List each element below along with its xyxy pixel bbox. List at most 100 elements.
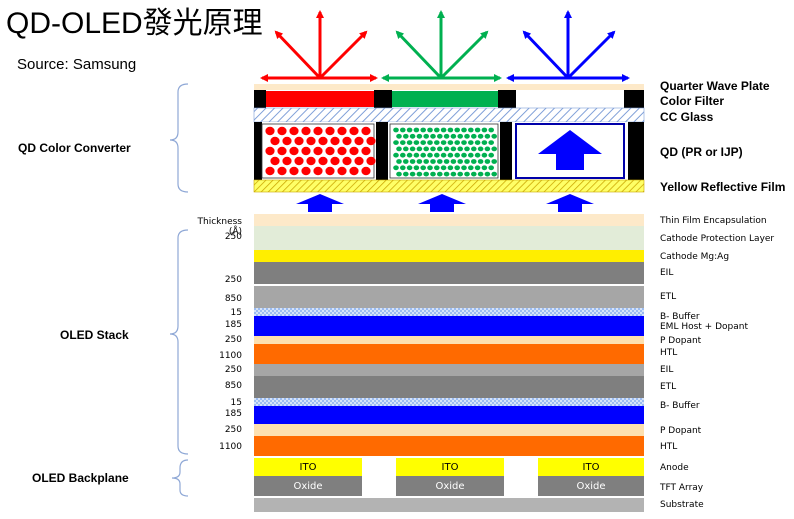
- stack-layer-12: [254, 406, 644, 424]
- layer-name-1: Cathode Protection Layer: [660, 234, 775, 244]
- green-qd-dot: [477, 159, 484, 164]
- thickness-4: 850: [224, 294, 242, 304]
- green-qd-dot: [406, 127, 413, 133]
- thickness-13: 250: [224, 425, 242, 435]
- green-qd-dot: [413, 140, 420, 146]
- red-qd-dot: [270, 156, 280, 166]
- green-qd-dot: [457, 146, 464, 152]
- green-qd-dot: [484, 159, 491, 164]
- red-qd-dot: [265, 146, 275, 156]
- green-qd-dot: [427, 140, 433, 146]
- green-qd-dot: [416, 171, 423, 177]
- quarter-wave-plate: [254, 84, 644, 90]
- green-qd-dot: [423, 146, 430, 152]
- green-qd-dot: [471, 146, 477, 152]
- green-qd-dot: [403, 171, 409, 177]
- green-qd-dot: [474, 127, 481, 133]
- green-qd-dot: [491, 171, 498, 177]
- stack-layer-2: [254, 250, 644, 262]
- green-qd-dot: [468, 152, 474, 158]
- stack-layer-0: [254, 214, 644, 226]
- green-qd-dot: [430, 133, 436, 139]
- oled-stack-layers: [254, 214, 644, 456]
- green-qd-dot: [484, 171, 491, 177]
- thickness-1: 250: [224, 232, 242, 242]
- red-qd-dot: [282, 136, 292, 146]
- stack-layer-3: [254, 262, 644, 284]
- thickness-14: 1100: [219, 442, 242, 452]
- green-qd-dot: [477, 171, 484, 177]
- green-qd-dot: [468, 165, 474, 171]
- green-qd-dot: [420, 127, 427, 133]
- layer-name-7: P Dopant: [660, 336, 702, 346]
- ito-text-3: ITO: [582, 461, 600, 473]
- red-qd-dot: [337, 146, 347, 156]
- green-qd-dot: [393, 140, 399, 146]
- green-qd-dot: [416, 133, 423, 139]
- yellow-reflective-film-label: Yellow Reflective Film: [660, 180, 786, 194]
- oxide-cell-1: [254, 476, 362, 496]
- red-qd-dot: [354, 156, 364, 166]
- stack-layer-4: [254, 286, 644, 308]
- stack-layer-8: [254, 344, 644, 364]
- green-qd-dot: [440, 165, 447, 171]
- layer-name-4: ETL: [660, 292, 677, 302]
- green-quantum-dots: [393, 127, 498, 177]
- substrate-label: Substrate: [660, 500, 704, 510]
- red-qd-dot: [313, 166, 323, 176]
- red-qd-dot: [330, 136, 340, 146]
- oled-backplane-label: OLED Backplane: [32, 471, 129, 485]
- red-qd-dot: [342, 156, 352, 166]
- page-title: QD-OLED發光原理: [6, 7, 263, 40]
- green-qd-dot: [447, 127, 454, 133]
- layer-name-0: Thin Film Encapsulation: [660, 216, 767, 226]
- green-qd-dot: [474, 165, 481, 171]
- green-qd-dot: [406, 140, 413, 146]
- green-qd-dot: [420, 165, 427, 171]
- red-quantum-dots: [265, 126, 376, 176]
- red-qd-dot: [325, 146, 335, 156]
- layer-name-2: Cathode Mg:Ag: [660, 252, 730, 262]
- green-qd-dot: [491, 133, 498, 139]
- green-qd-dot: [450, 133, 457, 139]
- green-qd-dot: [403, 146, 409, 152]
- green-qd-dot: [430, 146, 436, 152]
- red-qd-dot: [354, 136, 364, 146]
- oxide-cell-3: [538, 476, 644, 496]
- converter-brace: [169, 83, 189, 193]
- green-qd-dot: [488, 152, 495, 158]
- green-qd-dot: [437, 146, 443, 152]
- green-qd-dot: [447, 152, 454, 158]
- source-note: Source: Samsung: [17, 56, 137, 73]
- green-qd-dot: [484, 133, 491, 139]
- red-qd-dot: [277, 166, 287, 176]
- red-qd-dot: [361, 126, 371, 136]
- green-qd-dot: [409, 146, 416, 152]
- red-qd-dot: [301, 166, 311, 176]
- green-qd-dot: [434, 165, 440, 171]
- green-qd-dot: [481, 127, 488, 133]
- green-qd-dot: [491, 159, 498, 164]
- red-qd-dot: [349, 166, 359, 176]
- red-qd-dot: [361, 166, 371, 176]
- green-qd-dot: [454, 127, 461, 133]
- green-qd-dot: [416, 146, 423, 152]
- quarter-wave-plate-label: Quarter Wave Plate: [660, 79, 770, 93]
- red-qd-dot: [318, 136, 328, 146]
- green-qd-dot: [396, 171, 402, 177]
- thickness-11: 15: [230, 398, 242, 408]
- red-qd-dot: [301, 146, 311, 156]
- green-qd-dot: [440, 127, 447, 133]
- green-qd-dot: [403, 159, 409, 164]
- blue-light-arrow-2: [418, 194, 466, 212]
- thickness-3: 250: [224, 275, 242, 285]
- green-qd-dot: [461, 127, 467, 133]
- anode-label: Anode: [660, 463, 689, 473]
- green-qd-dot: [454, 140, 461, 146]
- red-qd-dot: [265, 126, 275, 136]
- ito-cell-1: [254, 458, 362, 476]
- green-qd-dot: [396, 159, 402, 164]
- layer-name-11: B- Buffer: [660, 401, 700, 411]
- green-qd-dot: [434, 127, 440, 133]
- oxide-cell-2: [396, 476, 504, 496]
